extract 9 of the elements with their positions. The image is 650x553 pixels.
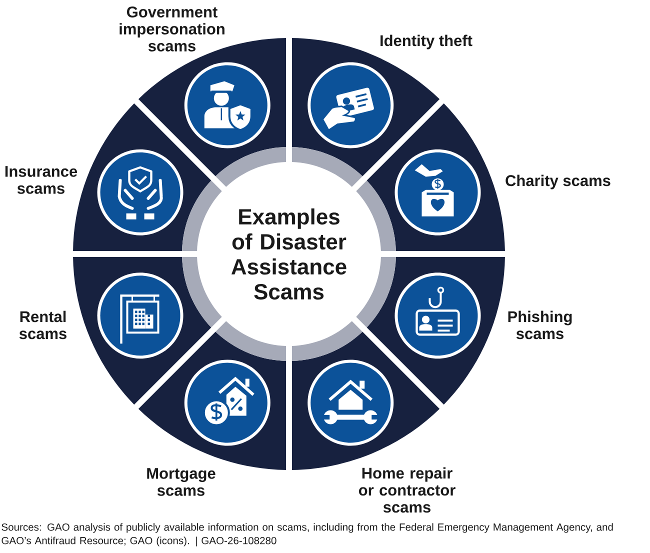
segment-label: Mortgage scams — [147, 468, 216, 496]
segment-label: Rental scams — [19, 310, 66, 340]
center-circle: Examples of Disaster Assistance Scams — [198, 162, 380, 346]
segment-label: Home repair or contractor scams — [358, 467, 456, 513]
segment-label: Charity scams — [506, 174, 610, 190]
segment-label: Government impersonation scams — [120, 6, 224, 52]
segment-label: Phishing scams — [508, 310, 572, 340]
source-note: Sources: GAO analysis of publicly available information on scams, including from the Federal Emergency Management Agency, and GAO’s Antifraud Resource; GAO (icons). | GAO-26-108280 — [2, 523, 613, 546]
segment-label: Insurance scams — [5, 166, 78, 194]
